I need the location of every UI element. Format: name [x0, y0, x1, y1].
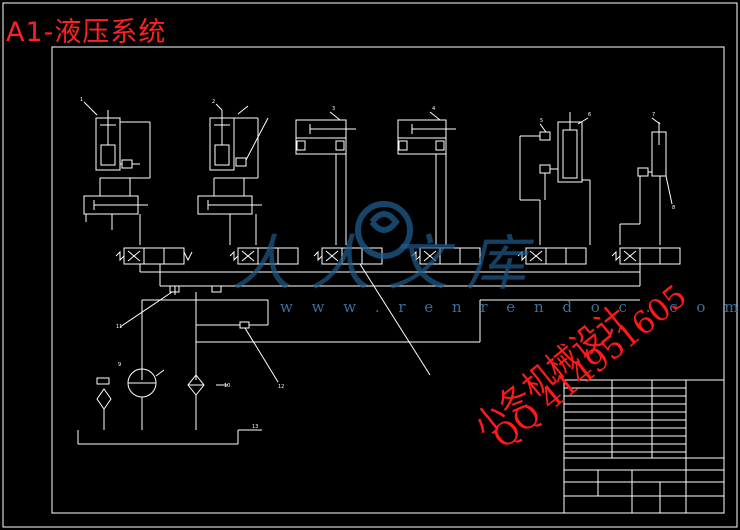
part-number: 13 [252, 424, 258, 430]
title-block [563, 379, 725, 514]
cylinder-horizontal-b [197, 177, 262, 245]
part-number: 1 [80, 97, 83, 103]
part-number: 6 [588, 112, 591, 118]
part-number: 4 [432, 106, 435, 112]
cylinder-3 [295, 111, 356, 245]
part-number: 12 [278, 384, 284, 390]
valve-row [115, 247, 681, 265]
part-number: 2 [212, 99, 215, 105]
inner-border [51, 46, 725, 514]
part-number: 7 [652, 112, 655, 118]
cylinder-1 [83, 101, 151, 178]
part-number: 8 [672, 205, 675, 211]
cylinder-2 [209, 103, 269, 178]
watermark-logo [355, 201, 413, 259]
watermark-brand: 人人文库 [232, 229, 544, 299]
part-number: 9 [118, 362, 121, 368]
main-lines [119, 263, 641, 383]
cylinder-4 [397, 111, 456, 245]
part-number: 3 [332, 106, 335, 112]
pump-group [77, 368, 262, 445]
cylinder-horizontal-a [83, 177, 150, 245]
part-number: 10 [224, 383, 230, 389]
watermark-url: w w w . r e n r e n d o c . c o m [280, 298, 740, 316]
part-number: 11 [116, 324, 122, 330]
cylinder-5 [519, 112, 591, 245]
cylinder-7 [619, 117, 673, 245]
part-number: 5 [540, 118, 543, 124]
drawing-title: A1-液压系统 [6, 17, 167, 48]
